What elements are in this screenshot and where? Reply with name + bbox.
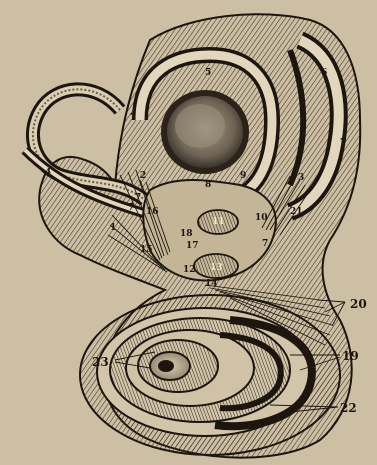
label-4: 4 — [45, 168, 51, 178]
label-16: 16 — [146, 207, 159, 217]
label-6: 6 — [321, 68, 327, 78]
label-1: 1 — [110, 223, 116, 233]
label-5: 5 — [205, 68, 211, 78]
label-3: 3 — [298, 173, 304, 183]
label-8: 8 — [205, 180, 211, 190]
label-17: 17 — [186, 241, 199, 251]
label-11: 11 — [212, 217, 225, 227]
label-7-e: 7 — [135, 193, 141, 203]
label-23: 23 — [92, 355, 109, 369]
label-7-a: 7 — [130, 113, 136, 123]
label-20: 20 — [350, 297, 367, 311]
label-7-b: 7 — [340, 138, 346, 148]
label-10: 10 — [255, 213, 268, 223]
label-15: 15 — [140, 245, 153, 255]
label-21: 21 — [290, 207, 303, 217]
cochlea — [80, 295, 340, 455]
label-7-d: 7 — [262, 239, 268, 249]
label-2: 2 — [140, 171, 146, 181]
label-12: 12 — [183, 265, 196, 275]
label-9: 9 — [240, 171, 246, 181]
label-18: 18 — [180, 229, 193, 239]
ampulla-highlight — [175, 104, 225, 148]
label-14: 14 — [205, 279, 218, 289]
label-19: 19 — [342, 349, 359, 363]
cochlea-center — [158, 360, 174, 372]
label-22: 22 — [340, 401, 357, 415]
label-7-c: 7 — [128, 203, 134, 213]
label-13: 13 — [210, 263, 223, 273]
